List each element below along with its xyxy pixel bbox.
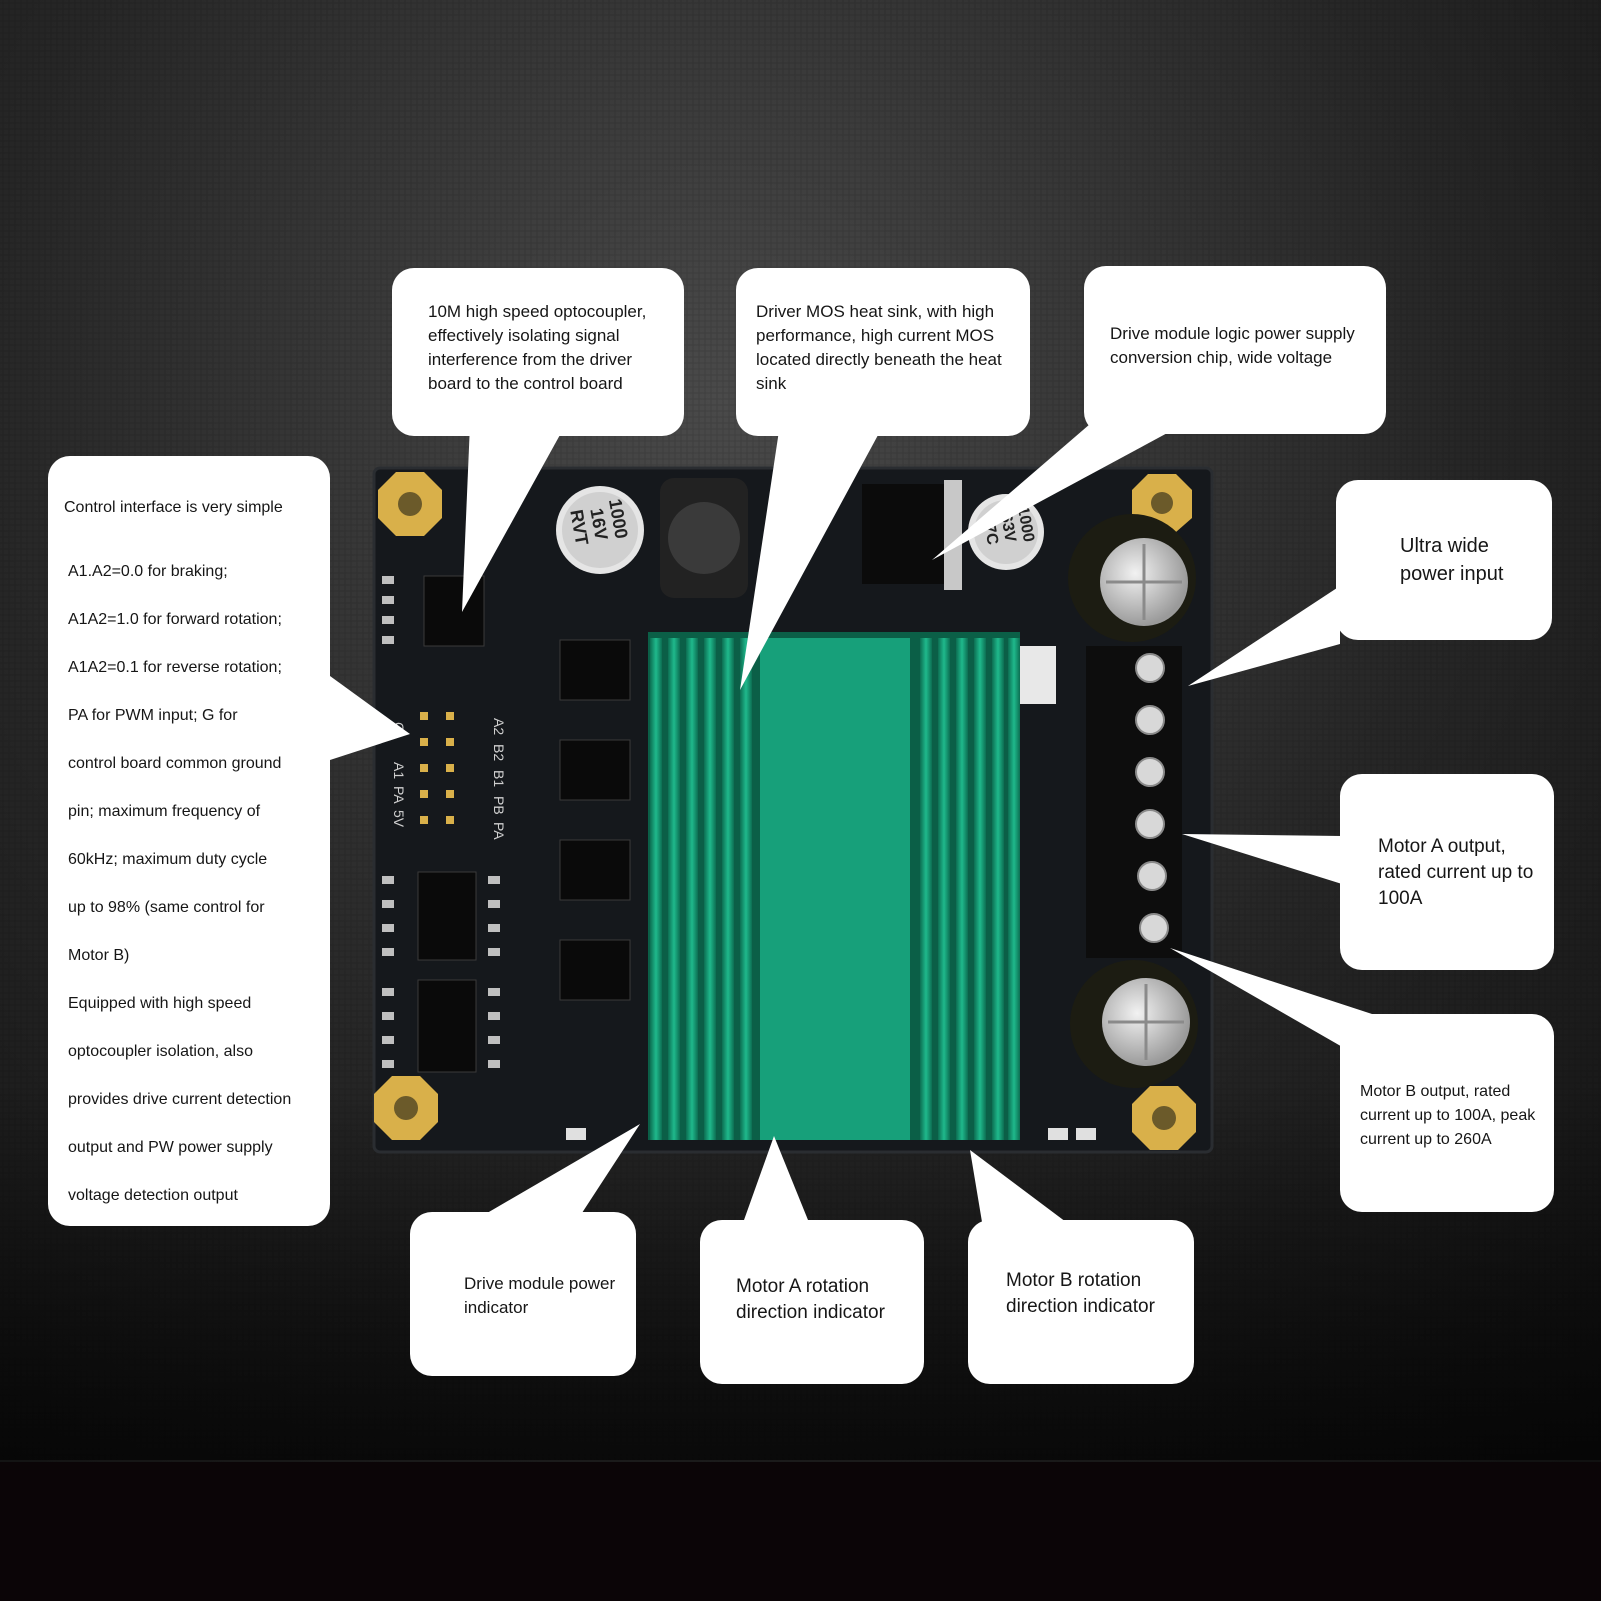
callout-text: Ultra wide power input xyxy=(1400,535,1504,585)
control-line: PA for PWM input; G for xyxy=(68,707,238,724)
control-line: Equipped with high speed xyxy=(68,995,252,1012)
control-line: voltage detection output xyxy=(68,1187,238,1204)
heat-sink xyxy=(648,632,1020,1140)
pin-label: B2 xyxy=(491,744,507,761)
control-interface-lines: A1.A2=0.0 for braking; A1A2=1.0 for forw… xyxy=(68,548,330,1220)
pin-label: PA xyxy=(491,822,507,840)
control-line: A1.A2=0.0 for braking; xyxy=(68,563,228,580)
callout-logic-power: Drive module logic power supply conversi… xyxy=(1084,266,1386,434)
pin-label: A2 xyxy=(491,718,507,735)
pin-label: A1 xyxy=(391,762,407,779)
motor-driver-board: G A1 PA 5V A2 B2 B1 PB PA 1000 16V RVT xyxy=(372,466,1214,1154)
control-line: optocoupler isolation, also xyxy=(68,1043,254,1060)
callout-power-indicator: Drive module power indicator xyxy=(410,1212,636,1376)
led xyxy=(1076,1128,1096,1140)
led xyxy=(566,1128,586,1140)
callout-optocoupler: 10M high speed optocoupler, effectively … xyxy=(392,268,684,436)
control-line: 60kHz; maximum duty cycle xyxy=(68,851,268,868)
capacitor: 1000 16V RVT xyxy=(556,486,644,574)
callout-text: Drive module power indicator xyxy=(464,1274,616,1317)
callout-text: 10M high speed optocoupler, effectively … xyxy=(428,302,647,393)
control-line: pin; maximum frequency of xyxy=(68,803,261,820)
pin-label: B1 xyxy=(491,770,507,787)
callout-text: Motor B rotation direction indicator xyxy=(1006,1270,1155,1317)
control-line: output and PW power supply xyxy=(68,1139,273,1156)
callout-motor-b-output: Motor B output, rated current up to 100A… xyxy=(1340,1014,1554,1212)
callout-power-input: Ultra wide power input xyxy=(1336,480,1552,640)
callout-text: Drive module logic power supply conversi… xyxy=(1110,324,1355,367)
control-line: up to 98% (same control for xyxy=(68,899,265,916)
control-line: A1A2=0.1 for reverse rotation; xyxy=(68,659,282,676)
control-line: Motor B) xyxy=(68,947,130,964)
bulk-capacitor xyxy=(1070,960,1198,1088)
callout-motor-a-output: Motor A output, rated current up to 100A xyxy=(1340,774,1554,970)
mount-pad xyxy=(378,472,442,536)
bulk-capacitor xyxy=(1068,514,1196,642)
control-interface-heading: Control interface is very simple xyxy=(64,499,283,516)
control-line: control board common ground xyxy=(68,755,282,772)
callout-text: Driver MOS heat sink, with high performa… xyxy=(756,302,1002,393)
regulator-chip xyxy=(862,480,962,590)
callout-motor-b-indicator: Motor B rotation direction indicator xyxy=(968,1220,1194,1384)
control-header xyxy=(420,712,454,824)
bottom-band xyxy=(0,1462,1601,1601)
mount-pad xyxy=(374,1076,438,1140)
callout-pointers xyxy=(330,424,1372,1222)
callout-control-interface: Control interface is very simple A1.A2=0… xyxy=(48,456,330,1226)
control-line: provides drive current detection xyxy=(68,1091,292,1108)
callout-heatsink: Driver MOS heat sink, with high performa… xyxy=(736,268,1030,436)
callout-text: Motor B output, rated current up to 100A… xyxy=(1360,1083,1536,1148)
callout-text: Motor A rotation direction indicator xyxy=(736,1276,885,1323)
fan-connector xyxy=(1014,646,1056,704)
led xyxy=(1048,1128,1068,1140)
pin-label: PB xyxy=(491,796,507,815)
pin-label: 5V xyxy=(391,810,407,828)
control-line: A1A2=1.0 for forward rotation; xyxy=(68,611,282,628)
mount-pad xyxy=(1132,1086,1196,1150)
callout-motor-a-indicator: Motor A rotation direction indicator xyxy=(700,1220,924,1384)
callout-text: Motor A output, rated current up to 100A xyxy=(1378,836,1534,909)
terminal-block xyxy=(1086,646,1182,958)
inductor xyxy=(660,478,748,598)
pin-label: PA xyxy=(391,786,407,804)
capacitor-marking: 1000 xyxy=(1014,505,1037,543)
